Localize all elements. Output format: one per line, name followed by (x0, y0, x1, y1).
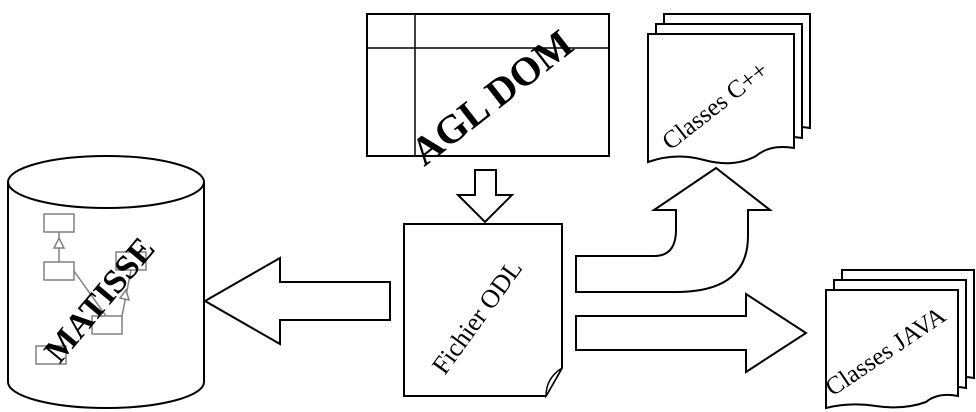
classes-cpp-stack: Classes C++ (647, 13, 811, 165)
arrow-odl-to-matisse (202, 256, 391, 346)
arrow-odl-to-cpp (575, 166, 773, 293)
classes-java-stack: Classes JAVA (821, 269, 975, 410)
matisse-database: MATISSE (7, 155, 205, 409)
agl-dom-window: AGL DOM (366, 13, 610, 174)
class-model-sketch (35, 213, 147, 365)
arrow-agl-to-odl (455, 169, 515, 224)
arrow-odl-to-java (575, 292, 808, 374)
fichier-odl-document: Fichier ODL (403, 223, 563, 399)
